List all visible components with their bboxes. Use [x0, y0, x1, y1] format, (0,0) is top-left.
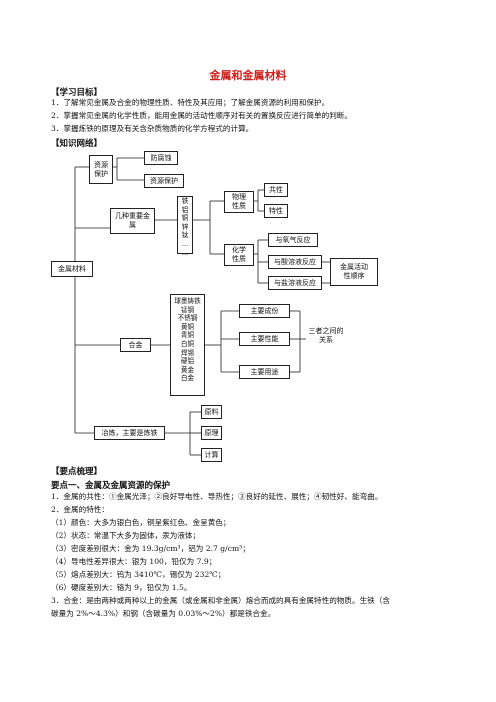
node-metal-materials: 金属材料 — [51, 261, 93, 277]
node-main-uses: 主要用途 — [239, 365, 290, 379]
node-special: 特性 — [264, 204, 288, 218]
goals-header: 【学习目标】 — [51, 88, 103, 98]
point-line: 1．金属的共性：①金属光泽；②良好导电性、导热性；③良好的延性、展性；④韧性好、… — [51, 492, 383, 501]
node-metals-list: 铁 铝 铜 锌 钛 … … — [177, 196, 193, 257]
goal-line-1: 1．了解常见金属及合金的物理性质、特性及其应用；了解金属资源的利用和保护。 — [51, 98, 330, 107]
page-title: 金属和金属材料 — [209, 69, 287, 82]
goal-line-2: 2．掌握常见金属的化学性质，能用金属的活动性顺序对有关的置换反应进行简单的判断。 — [51, 111, 352, 120]
goal-line-3: 3．掌握炼铁的原理及有关含杂质物质的化学方程式的计算。 — [51, 124, 254, 133]
point-line: （2）状态：常温下大多为固体，汞为液体； — [51, 531, 201, 540]
network-header: 【知识网络】 — [51, 139, 103, 149]
point-line: 2．金属的特性： — [51, 505, 109, 514]
metal-item: 铁 — [181, 197, 189, 205]
point-line: （3）密度差别很大：金为 19.3g/cm³，铝为 2.7 g/cm³； — [51, 544, 250, 553]
point-line: 3．合金：是由两种或两种以上的金属（或金属和非金属）熔合而成的具有金属特性的物质… — [51, 596, 390, 605]
node-alloy-list: 球墨铸铁 锰钢 不锈钢 黄铜 青铜 白铜 焊锡 硬铝 黄金 白金 — [170, 294, 205, 396]
point-line: 碳量为 2%～4.3%）和钢（含碳量为 0.03%～2%）都是铁合金。 — [51, 609, 276, 618]
metal-item: 锌 — [181, 222, 189, 231]
points-header: 【要点梳理】 — [51, 467, 103, 477]
node-with-oxygen: 与氧气反应 — [268, 233, 318, 247]
node-smelting: 冶炼，主要是炼铁 — [94, 426, 165, 440]
node-raw-materials: 原料 — [201, 405, 222, 419]
alloy-item: 黄金 — [180, 365, 195, 374]
node-calculation: 计算 — [201, 448, 222, 462]
point-line: （1）颜色：大多为银白色，铜呈紫红色、金呈黄色； — [51, 518, 231, 527]
node-relation: 三者之间的关系 — [308, 327, 344, 344]
node-main-composition: 主要成份 — [239, 304, 290, 318]
alloy-item: 硬铝 — [180, 357, 195, 366]
point-line: （4）导电性差异很大：银为 100，铅仅为 7.9； — [51, 557, 217, 566]
point1-header: 要点一、金属及金属资源的保护 — [51, 481, 171, 491]
alloy-item: 球墨铸铁 — [174, 297, 201, 305]
node-principle: 原理 — [201, 426, 222, 440]
point-line: （6）硬度差别大：铬为 9，铅仅为 1.5。 — [51, 583, 192, 592]
alloy-item: 青铜 — [180, 331, 195, 340]
alloy-item: 黄铜 — [180, 322, 195, 331]
metal-item: … — [181, 239, 189, 248]
metal-item: 铝 — [181, 205, 189, 214]
node-resource-conservation: 资源保护 — [144, 174, 184, 188]
node-physical-props: 物理性质 — [224, 191, 254, 213]
node-several-metals: 几种重要金属 — [110, 208, 155, 234]
alloy-item: 不锈钢 — [177, 314, 198, 323]
node-main-properties: 主要性能 — [239, 332, 290, 346]
alloy-item: 焊锡 — [180, 348, 195, 357]
point-line: （5）熔点差别大：钨为 3410℃，锡仅为 232℃； — [51, 570, 226, 579]
node-anti-corrosion: 防腐蚀 — [144, 151, 178, 165]
node-with-acid: 与酸溶液反应 — [268, 255, 322, 269]
metal-item: 钛 — [181, 231, 189, 240]
node-resource-protection: 资源保护 — [89, 155, 113, 184]
alloy-item: 白铜 — [180, 339, 195, 348]
node-activity-order: 金属活动性顺序 — [330, 258, 378, 286]
node-alloy: 合金 — [120, 338, 151, 352]
alloy-item: 白金 — [180, 374, 195, 383]
metal-item: … — [181, 248, 189, 257]
metal-item: 铜 — [181, 214, 189, 223]
alloy-item: 锰钢 — [180, 305, 195, 314]
node-chemical-props: 化学性质 — [224, 244, 254, 266]
node-with-salt: 与盐溶液反应 — [268, 276, 322, 290]
node-common: 共性 — [264, 183, 288, 197]
